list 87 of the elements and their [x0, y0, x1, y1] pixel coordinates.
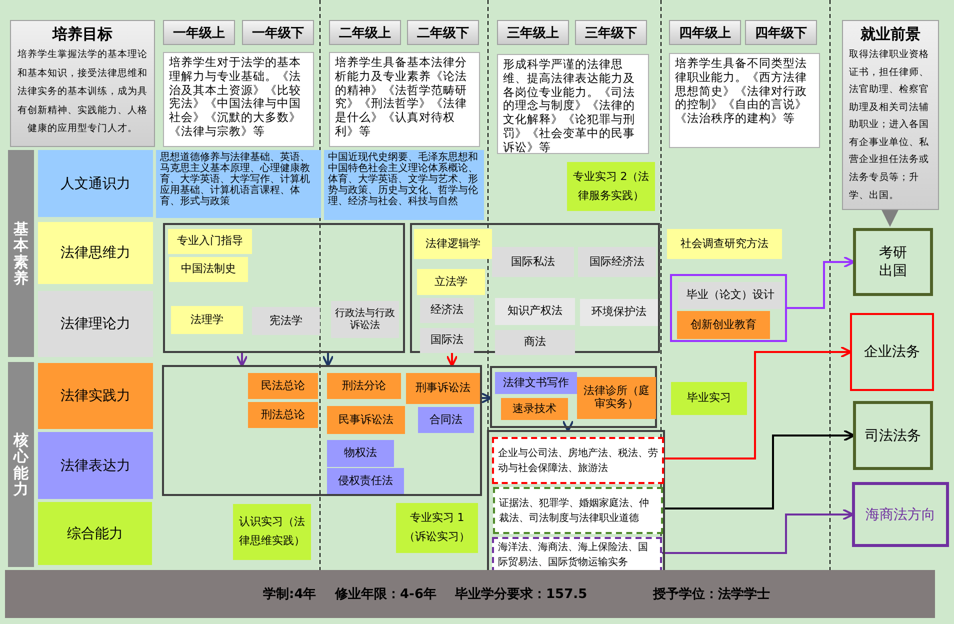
elective-track: 海洋法、海商法、海上保险法、国际贸易法、国际货物运输实务 — [492, 537, 662, 573]
course-box: 侵权责任法 — [327, 468, 404, 494]
course-box: 刑事诉讼法 — [406, 373, 480, 404]
course-box: 专业实习 1（诉讼实习） — [396, 503, 478, 553]
arrow — [562, 420, 574, 432]
group-frame — [670, 274, 787, 342]
course-box: 刑法总论 — [248, 402, 318, 428]
panel-body: 取得法律职业资格证书，担任律师、法官助理、检察官助理及相关司法辅助职业；进入各国有企事业单位、私营企业担任法务或法务专员等；升学、出国。 — [849, 48, 930, 202]
course-box: 毕业（论文）设计 — [678, 282, 783, 309]
course-box: 认识实习（法律思维实践） — [233, 504, 311, 560]
category-band — [8, 362, 34, 567]
course-list: 思想道德修养与法律基础、英语、马克思主义基本原理、心理健康教育、大学英语、大学写作、计算机应用基础、计算机语言课程、体育、形式与政策 — [156, 150, 321, 218]
course-box: 合同法 — [418, 407, 474, 433]
course-box: 国际经济法 — [578, 247, 656, 277]
program-info: 毕业学分要求：157.5 — [455, 586, 588, 603]
course-box: 创新创业教育 — [677, 311, 770, 339]
course-box: 宪法学 — [252, 307, 320, 335]
course-box: 立法学 — [417, 269, 485, 295]
footer-bar — [5, 570, 935, 618]
semester-description: 培养学生对于法学的基本理解力与专业基础。《法治及其本土资源》《比较宪法》《中国法律与中国社会》《沉默的大多数》《法律与宗教》等 — [163, 52, 314, 147]
program-info: 授予学位：法学学士 — [653, 586, 770, 603]
ability-label: 法律表达力 — [38, 432, 153, 499]
semester-tab: 一年级下 — [242, 20, 314, 45]
panel-body: 培养学生掌握法学的基本理论和基本知识，接受法律思维和法律实务的基本训练，成为具有创新精神、实践能力、人格健康的应用型专门人才。 — [17, 48, 148, 136]
semester-tab: 一年级上 — [163, 20, 235, 45]
course-box: 刑法分论 — [327, 373, 401, 399]
program-info: 学制:4年 — [263, 586, 316, 603]
group-frame — [490, 366, 657, 428]
ability-label: 人文通识力 — [38, 150, 153, 217]
career-box: 企业法务 — [850, 313, 934, 391]
info-panel — [10, 20, 155, 147]
ability-label: 法律理论力 — [38, 291, 153, 357]
program-info: 修业年限：4-6年 — [335, 586, 436, 603]
ability-label: 法律实践力 — [38, 363, 153, 429]
band-label: 基本素养 — [14, 220, 28, 286]
semester-description: 形成科学严谨的法律思维、提高法律表达能力及各岗位专业能力。《司法的理念与制度》《法律的文化解释》《论犯罪与刑罚》《社会变革中的民事诉讼》等 — [497, 54, 649, 154]
course-box: 专业入门指导 — [168, 229, 252, 254]
course-box: 中国法制史 — [169, 257, 248, 282]
career-box: 海商法方向 — [852, 482, 949, 547]
info-panel — [842, 20, 939, 210]
arrow — [236, 353, 248, 367]
career-box: 司法法务 — [853, 401, 933, 470]
elective-track: 企业与公司法、房地产法、税法、劳动与社会保障法、旅游法 — [492, 437, 664, 484]
semester-description: 培养学生具备基本法律分析能力及专业素养《论法的精神》《法哲学范畴研究》《刑法哲学》《法律是什么》《认真对待权利》等 — [329, 52, 480, 147]
course-box: 速录技术 — [501, 398, 568, 420]
course-box: 商法 — [495, 330, 575, 355]
group-frame — [487, 430, 665, 573]
arrow — [662, 346, 852, 460]
course-box: 法律诊所（庭审实务） — [577, 377, 656, 419]
semester-tab: 四年级上 — [669, 20, 741, 45]
course-box: 法律逻辑学 — [414, 229, 492, 259]
group-frame — [163, 223, 405, 353]
ability-label: 法律思维力 — [38, 222, 153, 284]
career-box: 考研出国 — [853, 228, 933, 296]
course-box: 毕业实习 — [671, 382, 747, 415]
arrow — [787, 256, 855, 309]
semester-tab: 三年级下 — [575, 20, 647, 45]
arrow — [322, 353, 334, 367]
category-band — [8, 150, 34, 357]
semester-tab: 二年级下 — [407, 20, 479, 45]
course-box: 法律文书写作 — [495, 372, 577, 394]
course-box: 经济法 — [420, 298, 474, 323]
panel-heading: 就业前景 — [860, 25, 920, 44]
arrow — [480, 392, 492, 404]
semester-tab: 三年级上 — [497, 20, 569, 45]
group-frame — [410, 223, 660, 353]
course-box: 行政法与行政诉讼法 — [331, 301, 399, 338]
elective-track: 证据法、犯罪学、婚姻家庭法、仲裁法、司法制度与法律职业道德 — [493, 487, 663, 534]
semester-tab: 四年级下 — [745, 20, 817, 45]
arrow — [446, 353, 458, 367]
course-list: 中国近现代史纲要、毛泽东思想和中国特色社会主义理论体系概论、体育、大学英语、文学与艺术、形势与政策、历史与文化、哲学与伦理、经济与社会、科技与自然 — [324, 150, 484, 220]
course-box: 国际法 — [420, 328, 474, 353]
course-box: 社会调查研究方法 — [667, 229, 782, 259]
course-box: 国际私法 — [492, 247, 574, 277]
course-box: 物权法 — [327, 440, 394, 467]
course-box: 专业实习 2（法律服务实践） — [567, 162, 655, 211]
semester-description: 培养学生具备不同类型法律职业能力。《西方法律思想简史》《法律对行政的控制》《自由的言说》《法治秩序的建构》等 — [669, 53, 820, 148]
course-box: 知识产权法 — [495, 298, 575, 325]
group-frame — [162, 365, 482, 496]
semester-tab: 二年级上 — [329, 20, 401, 45]
course-box: 民事诉讼法 — [327, 406, 405, 434]
band-label: 核心能力 — [14, 432, 28, 498]
course-box: 环境保护法 — [580, 299, 658, 326]
course-box: 民法总论 — [248, 373, 318, 399]
course-box: 法理学 — [171, 306, 243, 334]
panel-heading: 培养目标 — [52, 25, 112, 44]
ability-label: 综合能力 — [38, 502, 152, 565]
